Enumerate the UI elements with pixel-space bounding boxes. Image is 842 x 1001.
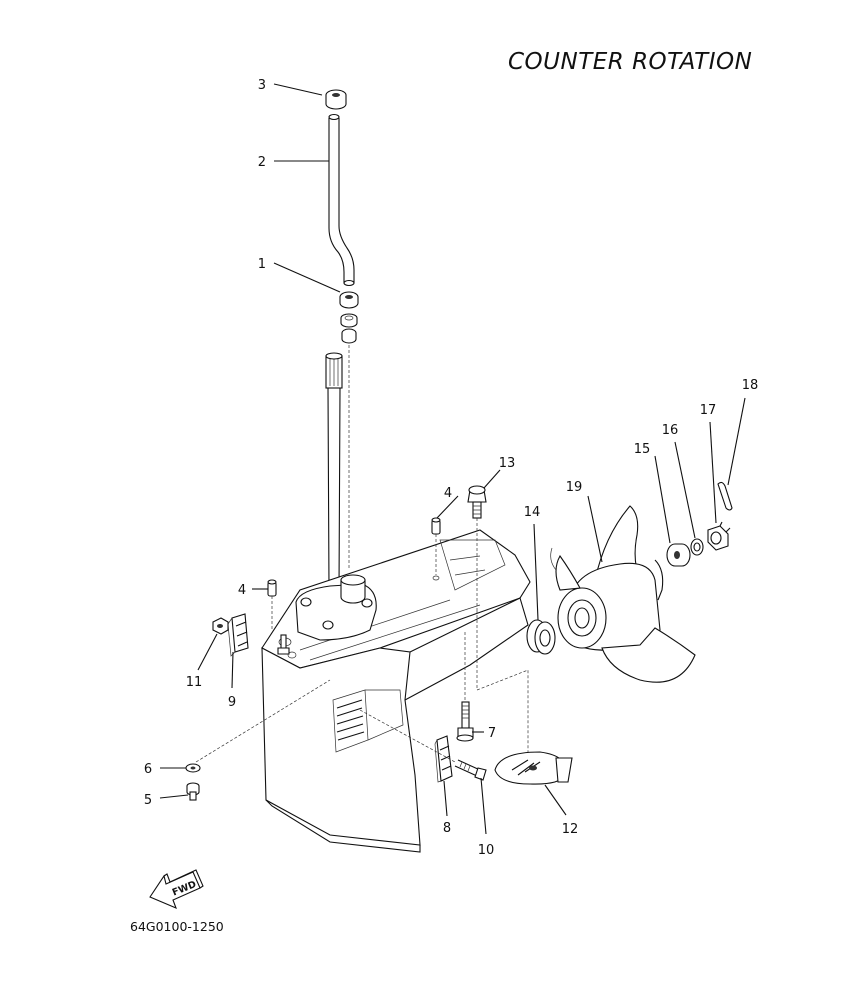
callout-2: 2 bbox=[258, 155, 266, 170]
washer-16 bbox=[690, 538, 704, 556]
spacer-15 bbox=[666, 543, 691, 567]
lower-casing bbox=[261, 529, 531, 853]
leader-lines bbox=[159, 83, 746, 835]
water-tube-grommet bbox=[339, 291, 359, 344]
callout-12: 12 bbox=[562, 822, 579, 837]
bolt-5 bbox=[186, 782, 200, 801]
callout-10: 10 bbox=[478, 843, 495, 858]
fwd-arrow-icon: FWD bbox=[149, 869, 204, 910]
diagram-title: COUNTER ROTATION bbox=[508, 49, 752, 75]
drive-shaft bbox=[325, 352, 343, 591]
callout-17: 17 bbox=[700, 403, 717, 418]
callout-9: 9 bbox=[228, 695, 236, 710]
callout-14: 14 bbox=[524, 505, 541, 520]
callout-3: 3 bbox=[258, 78, 266, 93]
callout-5: 5 bbox=[144, 793, 152, 808]
nut-11 bbox=[212, 617, 229, 635]
callout-7: 7 bbox=[488, 726, 496, 741]
callout-8: 8 bbox=[443, 821, 451, 836]
water-tube-cap bbox=[325, 89, 347, 110]
callout-16: 16 bbox=[662, 423, 679, 438]
washer-6 bbox=[185, 679, 331, 773]
nut-17 bbox=[707, 521, 731, 551]
dowel-pin-upper bbox=[431, 517, 441, 581]
callout-6: 6 bbox=[144, 762, 152, 777]
propeller-19 bbox=[555, 505, 696, 683]
anode-8 bbox=[434, 735, 453, 783]
callout-1: 1 bbox=[258, 257, 266, 272]
callout-11: 11 bbox=[186, 675, 203, 690]
trim-tab-12 bbox=[494, 751, 573, 785]
anode-9 bbox=[227, 613, 290, 657]
bolt-13 bbox=[467, 485, 487, 610]
callout-15: 15 bbox=[634, 442, 651, 457]
callout-18: 18 bbox=[742, 378, 759, 393]
bolt-7 bbox=[456, 630, 474, 742]
callout-4-upper: 4 bbox=[444, 486, 452, 501]
drawing-code: 64G0100-1250 bbox=[130, 919, 224, 934]
dowel-pin-lower bbox=[267, 579, 277, 630]
callout-4-lower: 4 bbox=[238, 583, 246, 598]
callout-labels: 1 2 3 4 4 5 6 7 8 9 10 11 12 13 14 15 16… bbox=[144, 78, 758, 858]
thrust-washer-14 bbox=[526, 619, 556, 655]
cotter-pin-18 bbox=[717, 481, 733, 511]
callout-19: 19 bbox=[566, 480, 583, 495]
callout-13: 13 bbox=[499, 456, 516, 471]
bolt-10 bbox=[359, 709, 487, 781]
water-tube bbox=[328, 113, 355, 287]
